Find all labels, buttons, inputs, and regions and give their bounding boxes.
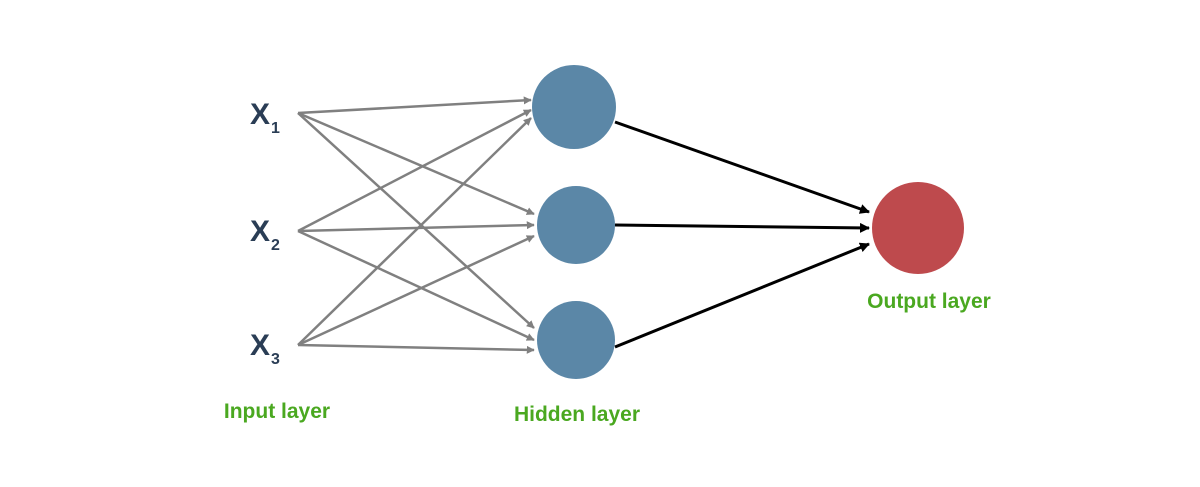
output-node (872, 182, 964, 274)
output-layer-label: Output layer (867, 290, 991, 313)
edge-x2-to-hidden-3 (297, 229, 535, 342)
input-symbol: X (250, 329, 270, 362)
input-symbol: X (250, 215, 270, 248)
input-label-x2: X2 (250, 215, 280, 254)
edge-hidden-1-to-output (614, 120, 870, 214)
input-subscript: 2 (271, 237, 280, 254)
edge-x2-to-hidden-1 (297, 108, 532, 233)
input-subscript: 3 (271, 351, 280, 368)
edge-x1-to-hidden-2 (297, 111, 535, 216)
input-to-hidden-edges (297, 96, 535, 354)
hidden-node-1 (532, 65, 616, 149)
input-layer-label: Input layer (224, 400, 330, 423)
input-label-x1: X1 (250, 98, 280, 137)
edge-x3-to-hidden-1 (297, 117, 532, 346)
edge-x1-to-hidden-1 (297, 96, 532, 115)
hidden-layer-label: Hidden layer (514, 403, 640, 426)
edge-x3-to-hidden-3 (297, 343, 535, 354)
edge-x3-to-hidden-2 (297, 234, 535, 347)
hidden-to-output-edges (614, 120, 870, 349)
edge-hidden-3-to-output (614, 242, 870, 349)
hidden-node-2 (537, 186, 615, 264)
input-symbol: X (250, 98, 270, 131)
edge-x2-to-hidden-2 (297, 221, 535, 233)
edge-x1-to-hidden-3 (297, 112, 535, 329)
input-label-x3: X3 (250, 329, 280, 368)
hidden-node-3 (537, 301, 615, 379)
input-subscript: 1 (271, 120, 280, 137)
edge-hidden-2-to-output (614, 222, 870, 233)
